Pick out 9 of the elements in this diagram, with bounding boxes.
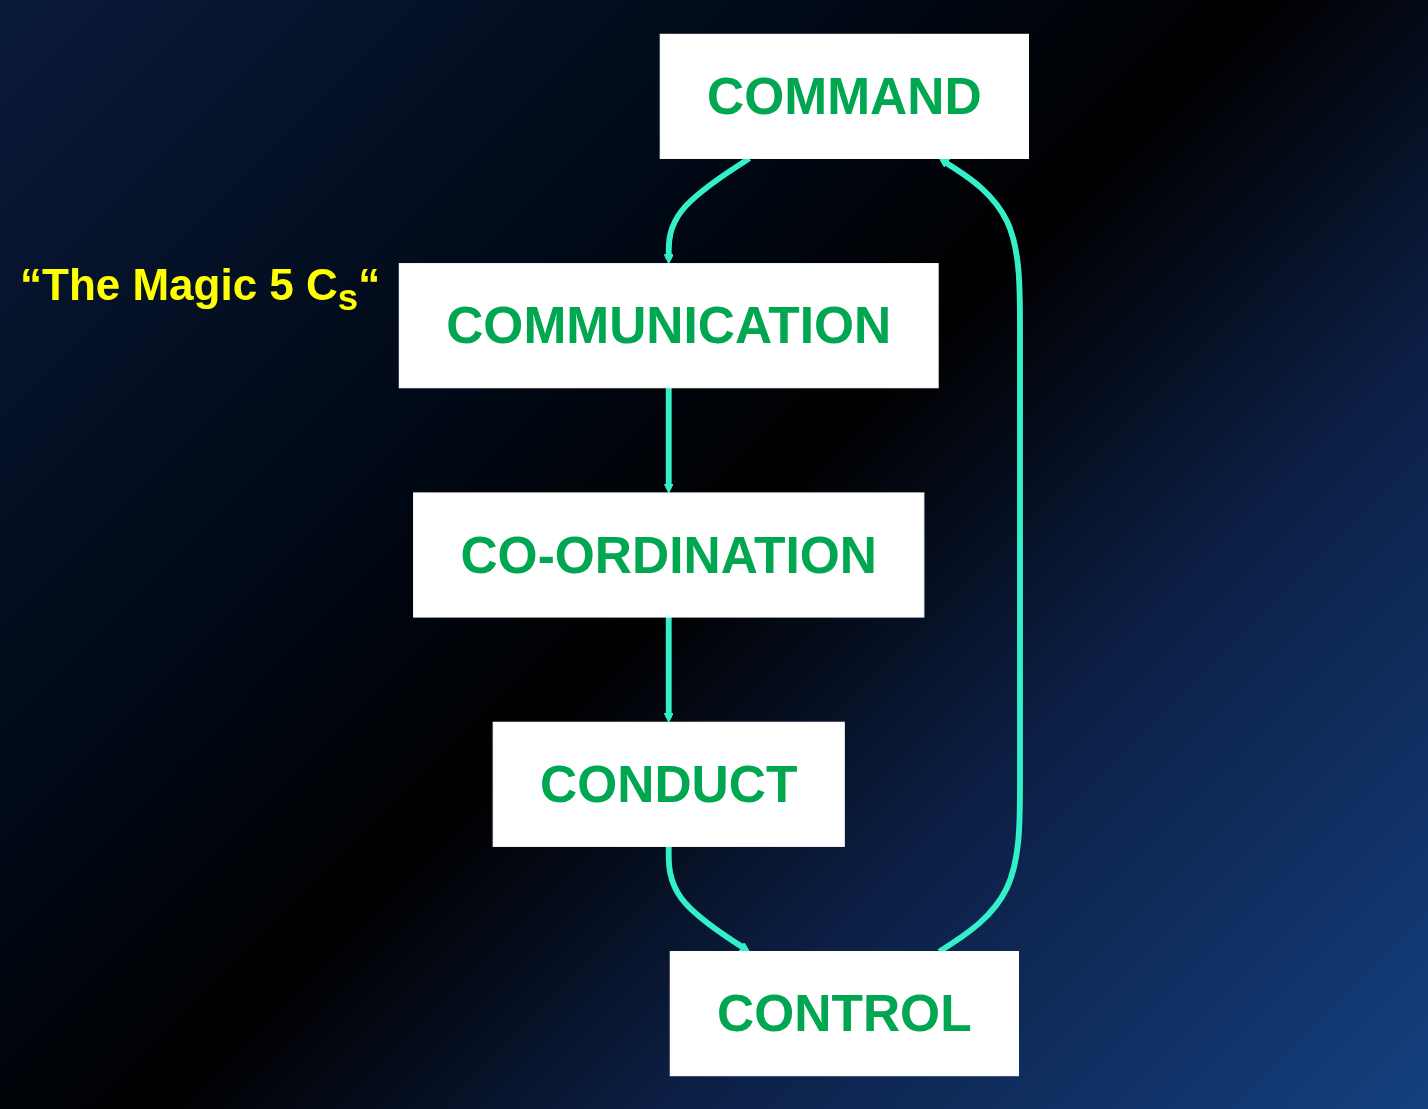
center-title: “The Magic 5 C$_{s}$“ xyxy=(20,260,381,319)
node-box: COMMAND xyxy=(659,33,1030,159)
node-box: COMMUNICATION xyxy=(398,262,939,388)
arrow xyxy=(663,616,674,723)
node-box: CONTROL xyxy=(669,950,1020,1076)
arrow xyxy=(665,845,750,952)
node-box: CO-ORDINATION xyxy=(413,491,925,618)
arrow xyxy=(663,387,674,493)
node-box: CONDUCT xyxy=(492,721,845,847)
